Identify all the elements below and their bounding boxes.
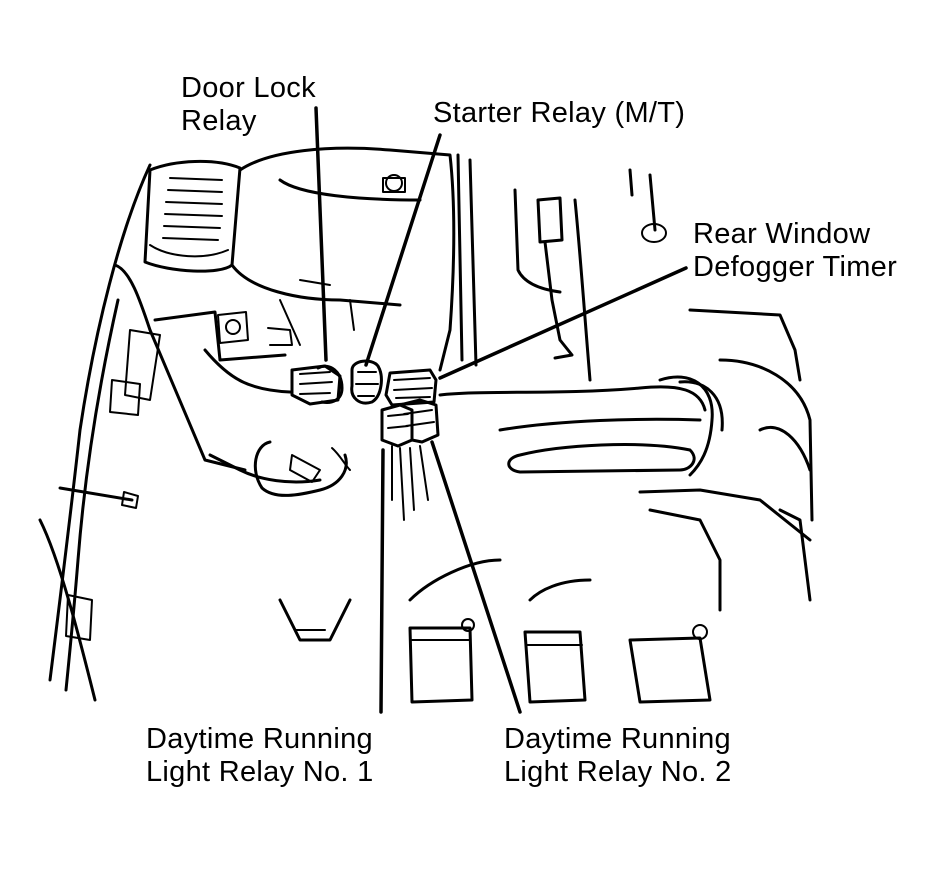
shift-lever bbox=[456, 153, 667, 382]
leader-rear-defogger bbox=[438, 266, 688, 380]
left-pillar bbox=[38, 163, 161, 702]
rear-defogger-timer bbox=[384, 368, 438, 407]
pedal-area bbox=[278, 558, 712, 704]
rear-defogger-label-line2: Defogger Timer bbox=[693, 251, 898, 283]
leader-lines bbox=[314, 106, 688, 714]
door-lock-relay-label-line1: Door Lock bbox=[181, 72, 316, 104]
drl-relay-block bbox=[380, 398, 440, 521]
door-lock-relay bbox=[290, 364, 344, 406]
leader-drl2 bbox=[430, 440, 522, 714]
drl-relay-2-label-line1: Daytime Running bbox=[504, 723, 731, 755]
leader-door-lock bbox=[314, 106, 328, 362]
rear-window-defogger-timer-label: Rear Window Defogger Timer bbox=[693, 218, 897, 284]
leader-starter bbox=[364, 133, 442, 367]
door-lock-relay-label-line2: Relay bbox=[181, 105, 257, 137]
rear-defogger-label-line1: Rear Window bbox=[693, 218, 871, 250]
drl-relay-1-label: Daytime Running Light Relay No. 1 bbox=[146, 723, 374, 789]
starter-relay-label-text: Starter Relay (M/T) bbox=[433, 97, 686, 129]
drl-relay-1-label-line2: Light Relay No. 1 bbox=[146, 756, 374, 788]
starter-relay bbox=[350, 359, 383, 405]
right-ducting bbox=[438, 308, 814, 612]
door-lock-relay-label: Door Lock Relay bbox=[181, 72, 316, 138]
dash-housing bbox=[113, 146, 456, 472]
drl-relay-2-label: Daytime Running Light Relay No. 2 bbox=[504, 723, 732, 789]
starter-relay-label: Starter Relay (M/T) bbox=[433, 97, 685, 130]
drl-relay-2-label-line2: Light Relay No. 2 bbox=[504, 756, 732, 788]
lower-panel bbox=[153, 310, 351, 497]
leader-drl1 bbox=[379, 448, 385, 714]
drl-relay-1-label-line1: Daytime Running bbox=[146, 723, 373, 755]
